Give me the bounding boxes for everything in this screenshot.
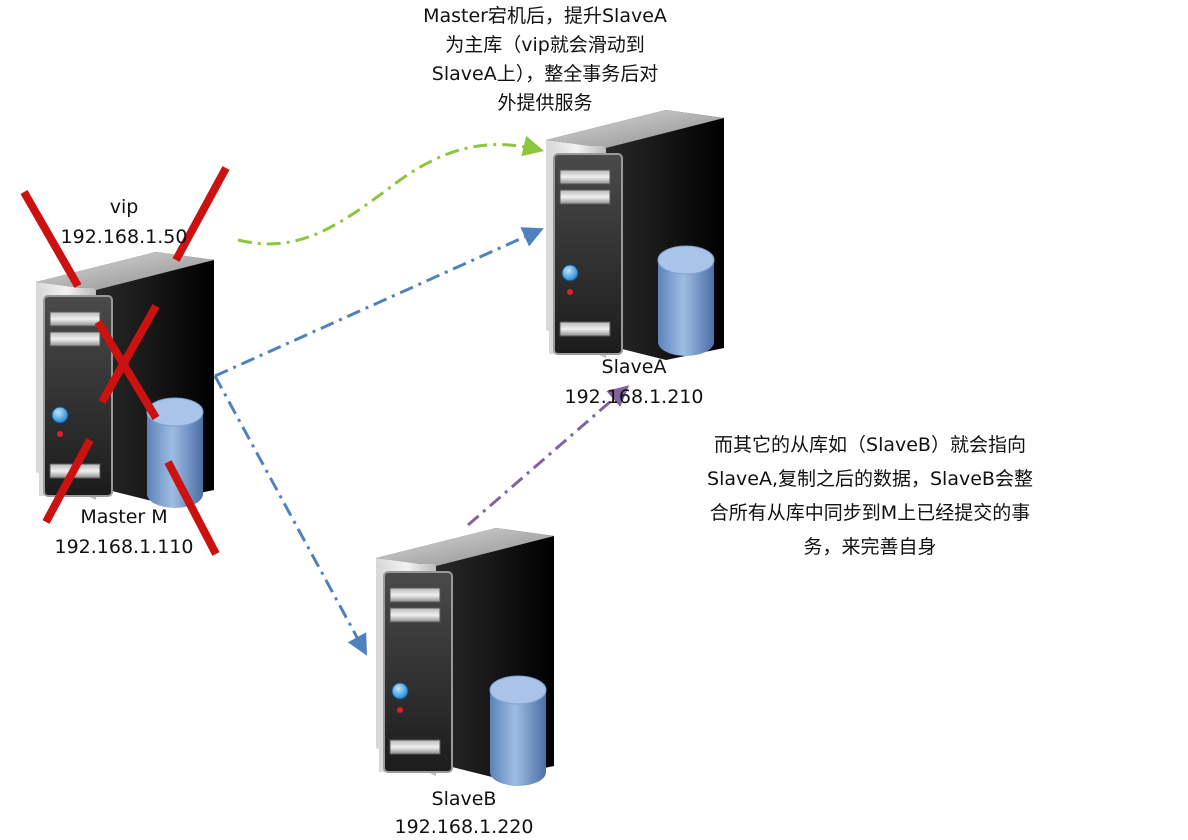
slave-a-name: SlaveA [601,356,667,378]
slave-b-name: SlaveB [431,788,497,810]
master-name: Master M [80,506,168,528]
failure-cross-master [42,304,220,556]
slave-b-label: SlaveB 192.168.1.220 [380,786,548,840]
slave-b-database-icon [489,675,547,787]
top-annotation-line-4: 外提供服务 [497,92,593,114]
vip-label: vip 192.168.1.50 [40,194,208,250]
slave-a-ip: 192.168.1.210 [564,386,704,408]
vip-name: vip [109,196,139,218]
master-ip: 192.168.1.110 [54,536,194,558]
top-annotation: Master宕机后，提升SlaveA 为主库（vip就会滑动到 SlaveA上）… [400,2,690,118]
right-annotation-line-2: SlaveA,复制之后的数据，SlaveB会整 [707,468,1033,490]
master-to-slave-a-arrow [214,227,544,378]
slave-b-to-slave-a-arrow [467,385,630,527]
right-annotation-line-4: 务，来完善自身 [803,536,937,558]
failure-cross-vip [20,166,230,288]
vip-move-arrow [237,135,545,246]
top-annotation-line-3: SlaveA上），整全事务后对 [431,63,659,85]
vip-ip: 192.168.1.50 [60,226,188,248]
right-annotation: 而其它的从库如（SlaveB）就会指向 SlaveA,复制之后的数据，Slave… [680,428,1060,564]
slave-a-label: SlaveA 192.168.1.210 [550,354,718,410]
master-label: Master M 192.168.1.110 [40,504,208,560]
right-annotation-line-3: 合所有从库中同步到M上已经提交的事 [709,502,1031,524]
slave-a-database-icon [657,245,715,357]
master-to-slave-b-arrow [213,375,368,656]
top-annotation-line-2: 为主库（vip就会滑动到 [445,34,645,56]
top-annotation-line-1: Master宕机后，提升SlaveA [423,5,667,27]
right-annotation-line-1: 而其它的从库如（SlaveB）就会指向 [714,434,1026,456]
slave-b-ip: 192.168.1.220 [394,816,534,838]
